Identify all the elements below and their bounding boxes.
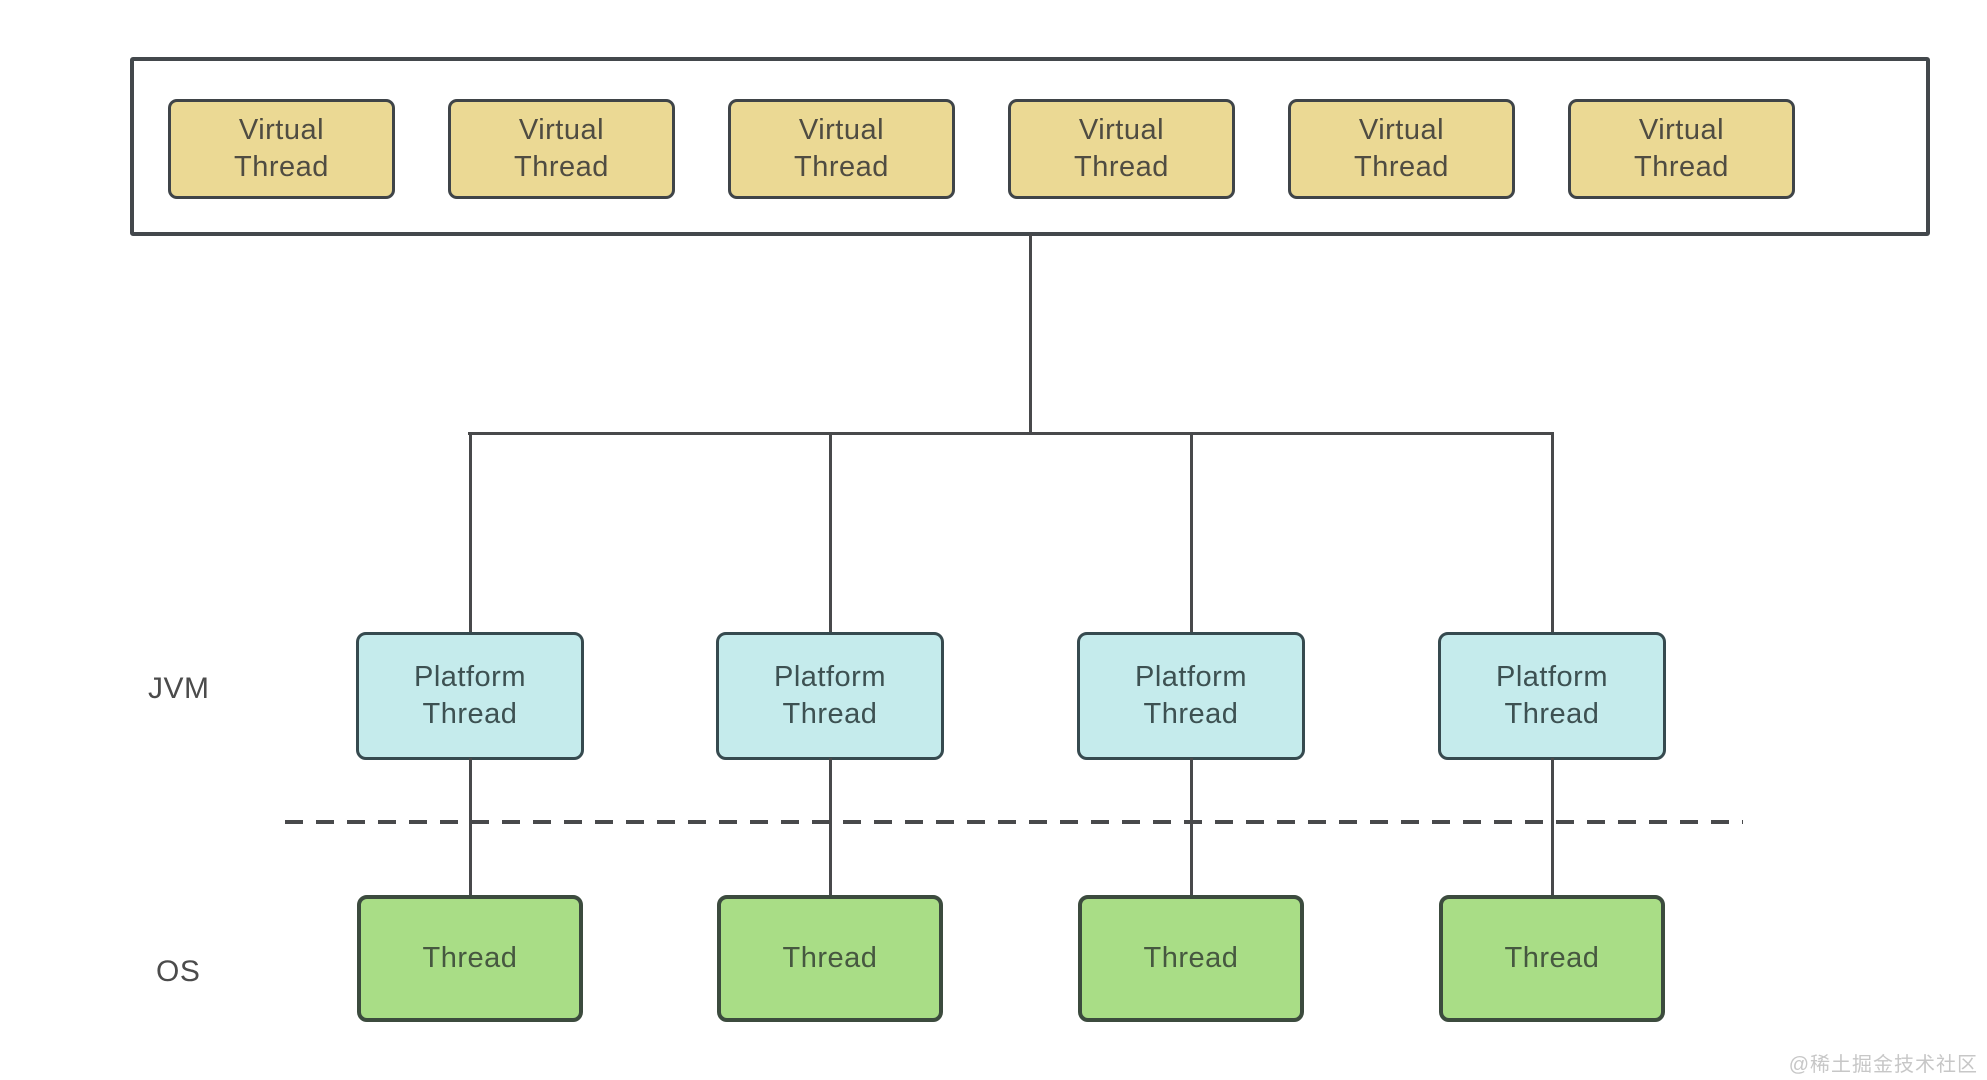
os-thread-label: Thread: [782, 942, 878, 975]
watermark: @稀土掘金技术社区: [1788, 1054, 1978, 1076]
column-connector: [469, 432, 472, 634]
virtual-thread-box: Virtual Thread: [448, 99, 675, 199]
virtual-thread-label: Virtual Thread: [514, 114, 609, 183]
platform-thread-label: Platform Thread: [1496, 661, 1608, 730]
os-label: OS: [156, 955, 201, 988]
branch-connector: [468, 432, 1554, 435]
platform-os-connector: [1551, 758, 1554, 898]
virtual-thread-box: Virtual Thread: [168, 99, 395, 199]
virtual-thread-box: Virtual Thread: [728, 99, 955, 199]
virtual-thread-label: Virtual Thread: [234, 114, 329, 183]
platform-thread-label: Platform Thread: [414, 661, 526, 730]
os-thread-label: Thread: [1143, 942, 1239, 975]
virtual-thread-box: Virtual Thread: [1568, 99, 1795, 199]
column-connector: [1551, 432, 1554, 634]
virtual-thread-label: Virtual Thread: [794, 114, 889, 183]
jvm-label: JVM: [148, 672, 210, 705]
jvm-os-boundary-dashed-line: [285, 820, 1743, 824]
os-thread-label: Thread: [1504, 942, 1600, 975]
column-connector: [1190, 432, 1193, 634]
platform-thread-box: Platform Thread: [356, 632, 584, 760]
os-thread-box: Thread: [1439, 895, 1665, 1022]
platform-os-connector: [829, 758, 832, 898]
platform-thread-box: Platform Thread: [716, 632, 944, 760]
platform-thread-label: Platform Thread: [1135, 661, 1247, 730]
virtual-thread-label: Virtual Thread: [1354, 114, 1449, 183]
platform-thread-box: Platform Thread: [1077, 632, 1305, 760]
platform-os-connector: [469, 758, 472, 898]
column-connector: [829, 432, 832, 634]
virtual-thread-box: Virtual Thread: [1008, 99, 1235, 199]
platform-thread-box: Platform Thread: [1438, 632, 1666, 760]
platform-thread-label: Platform Thread: [774, 661, 886, 730]
os-thread-box: Thread: [357, 895, 583, 1022]
virtual-thread-box: Virtual Thread: [1288, 99, 1515, 199]
os-thread-label: Thread: [422, 942, 518, 975]
trunk-connector: [1029, 234, 1032, 435]
os-thread-box: Thread: [717, 895, 943, 1022]
platform-os-connector: [1190, 758, 1193, 898]
virtual-thread-label: Virtual Thread: [1634, 114, 1729, 183]
os-thread-box: Thread: [1078, 895, 1304, 1022]
virtual-thread-label: Virtual Thread: [1074, 114, 1169, 183]
